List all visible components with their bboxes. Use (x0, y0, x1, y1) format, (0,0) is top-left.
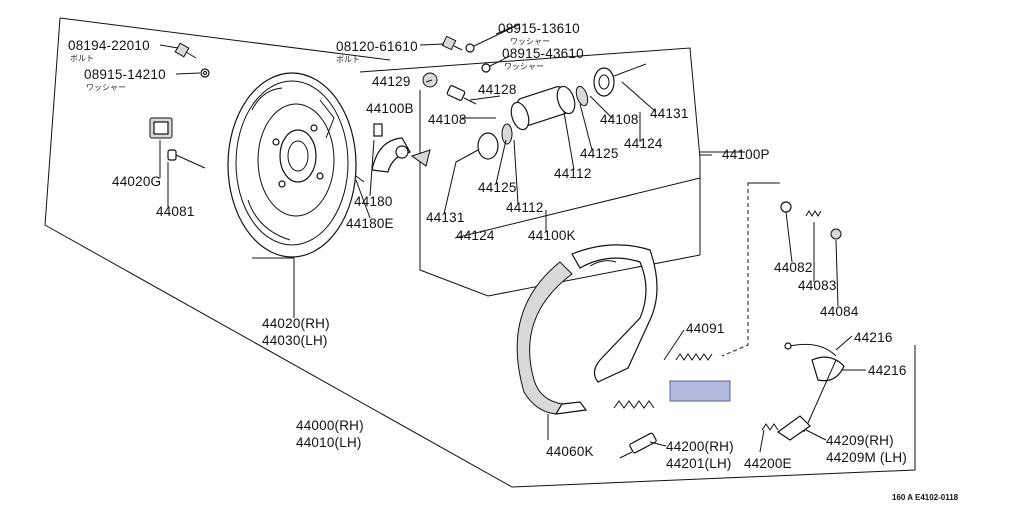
label-08915-13610[interactable]: 08915-13610 (498, 21, 580, 36)
washer-08915-13610[interactable] (465, 43, 475, 53)
label-44108-a[interactable]: 44108 (428, 112, 467, 127)
label-44125-a[interactable]: 44125 (580, 146, 619, 161)
strut-44209[interactable] (776, 415, 811, 441)
adjuster-44180[interactable] (355, 123, 431, 183)
label-08194[interactable]: 08194-22010 (68, 38, 150, 53)
label-44200[interactable]: 44200(RH) (666, 439, 734, 454)
label-44125-b[interactable]: 44125 (478, 180, 517, 195)
label-44200E[interactable]: 44200E (744, 456, 792, 471)
leader-lines (159, 23, 866, 453)
label-44129[interactable]: 44129 (372, 74, 411, 89)
bracket-44020G[interactable] (149, 117, 173, 139)
label-44209M[interactable]: 44209M (LH) (826, 450, 907, 465)
cap-44129[interactable] (422, 72, 438, 88)
backing-plate[interactable] (227, 72, 357, 258)
label-44112-b[interactable]: 44112 (506, 200, 544, 215)
reference-code: 160 A E4102-0118 (892, 493, 959, 502)
label-44108-b[interactable]: 44108 (600, 112, 639, 127)
bolt-08120[interactable] (441, 35, 463, 51)
label-44083[interactable]: 44083 (798, 278, 837, 293)
label-44100P[interactable]: 44100P (722, 147, 770, 162)
wheel-cylinder[interactable] (455, 63, 647, 163)
highlight-box[interactable] (669, 380, 731, 402)
washer-08915-14210[interactable] (200, 68, 210, 78)
label-44060K[interactable]: 44060K (546, 444, 594, 459)
assembly-frame (44, 17, 916, 488)
spring-44200E[interactable] (761, 423, 779, 431)
label-08915-14210-jp: ワッシャー (86, 83, 126, 92)
label-44124-b[interactable]: 44124 (456, 228, 495, 243)
label-44216-b[interactable]: 44216 (868, 363, 907, 378)
label-44180E[interactable]: 44180E (346, 216, 394, 231)
label-44128[interactable]: 44128 (478, 82, 517, 97)
label-44201[interactable]: 44201(LH) (666, 456, 732, 471)
label-44081[interactable]: 44081 (156, 204, 195, 219)
hold-down-parts[interactable] (780, 201, 842, 240)
label-44216-a[interactable]: 44216 (854, 330, 893, 345)
label-08194-jp: ボルト (70, 54, 94, 63)
label-44131-b[interactable]: 44131 (426, 210, 465, 225)
label-44112-a[interactable]: 44112 (554, 166, 592, 181)
part-labels: 08194-22010 ボルト 08915-14210 ワッシャー 08120-… (68, 21, 959, 502)
label-44209[interactable]: 44209(RH) (826, 433, 894, 448)
spring-44091[interactable] (613, 353, 713, 409)
bolt-08194[interactable] (174, 42, 197, 59)
label-44180[interactable]: 44180 (354, 194, 393, 209)
label-08915-43610-jp: ワッシャー (504, 62, 544, 71)
label-08915-13610-jp: ワッシャー (510, 37, 550, 46)
label-44084[interactable]: 44084 (820, 304, 859, 319)
adjuster-44200[interactable] (619, 432, 657, 459)
bleeder-44128[interactable] (446, 85, 477, 105)
label-08120[interactable]: 08120-61610 (336, 39, 418, 54)
parking-lever-44216[interactable] (784, 342, 845, 433)
label-44020G[interactable]: 44020G (112, 174, 161, 189)
label-44082[interactable]: 44082 (774, 260, 813, 275)
label-44020[interactable]: 44020(RH) (262, 316, 330, 331)
label-08915-43610[interactable]: 08915-43610 (502, 46, 584, 61)
label-44100B[interactable]: 44100B (366, 101, 414, 116)
label-44010[interactable]: 44010(LH) (296, 435, 362, 450)
label-44100K[interactable]: 44100K (528, 228, 576, 243)
label-44030[interactable]: 44030(LH) (262, 333, 328, 348)
label-44091[interactable]: 44091 (686, 321, 725, 336)
label-08120-jp: ボルト (336, 55, 360, 64)
label-44000[interactable]: 44000(RH) (296, 418, 364, 433)
washer-08915-43610[interactable] (481, 63, 491, 73)
brake-shoe[interactable] (516, 244, 658, 415)
label-44124-a[interactable]: 44124 (624, 136, 663, 151)
label-08915-14210[interactable]: 08915-14210 (84, 67, 166, 82)
label-44131-a[interactable]: 44131 (650, 106, 689, 121)
pin-44081[interactable] (167, 149, 206, 169)
